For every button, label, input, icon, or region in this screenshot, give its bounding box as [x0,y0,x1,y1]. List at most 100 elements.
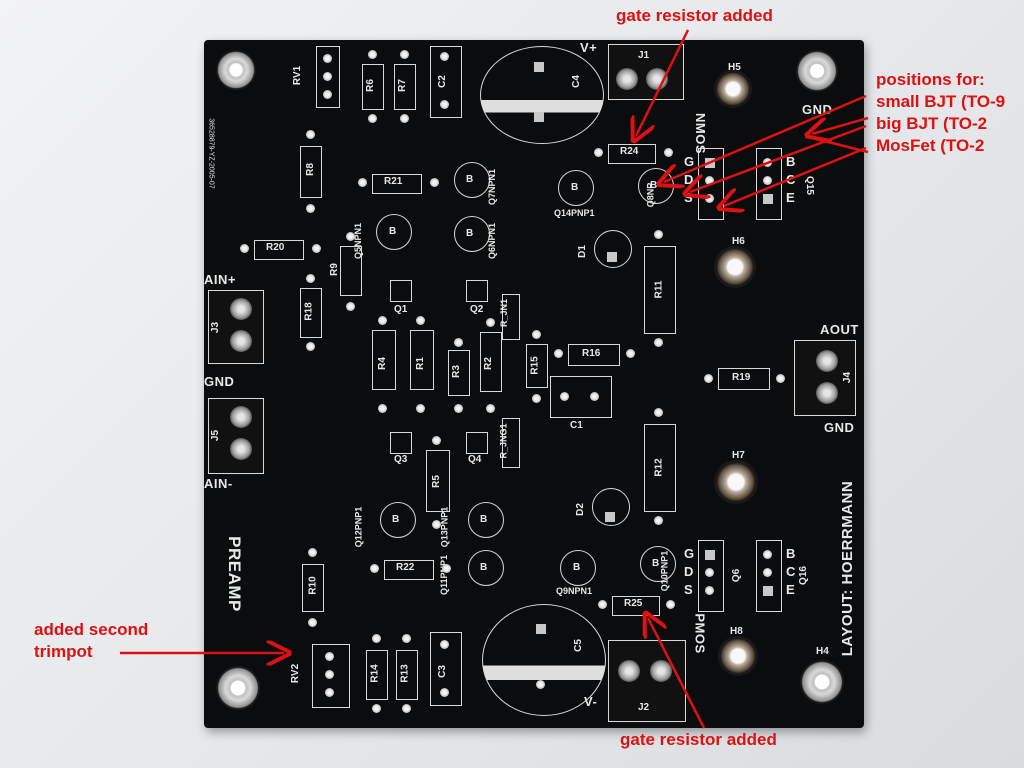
ref-j1: J1 [638,50,650,61]
pad [705,586,714,595]
pad [358,178,367,187]
label-gnd-top: GND [802,102,833,117]
pad [372,634,381,643]
ref-q16: Q16 [797,566,809,585]
ref-r13: R13 [399,664,411,683]
q6-mosfet-footprint [698,540,724,612]
ref-r10: R10 [307,576,319,595]
pin-d: D [684,172,694,187]
ref-c5: C5 [572,639,584,652]
annotation-second-trimpot-2: trimpot [34,642,93,661]
ref-rv2: RV2 [290,663,302,684]
pad [666,600,675,609]
screw [816,382,838,404]
ref-q3: Q3 [394,454,408,465]
q9-transistor [560,550,596,586]
ref-r4: R4 [376,357,388,370]
pad [654,408,663,417]
c1-footprint [550,376,612,418]
pad [430,178,439,187]
pad [705,550,715,560]
pad [306,342,315,351]
pad [416,316,425,325]
pad [442,564,451,573]
ref-r24: R24 [620,146,639,157]
pad [368,50,377,59]
q6npn-transistor [454,216,490,252]
pad [605,512,615,522]
r20-footprint [254,240,304,260]
r4-footprint [372,330,396,390]
label-pmos: PMOS [692,613,708,654]
label-preamp: PREAMP [224,536,244,612]
pad [705,176,714,185]
pad [440,688,449,697]
ref-r25: R25 [624,598,643,609]
pad [763,158,772,167]
r21-footprint [372,174,422,194]
pin-d: D [684,564,694,579]
ref-q13: Q13PNP1 [439,506,450,548]
ref-h6: H6 [732,236,745,247]
ref-q8: Q8NP [645,182,656,208]
annotation-positions-header: positions for: [876,70,985,89]
pad [594,148,603,157]
ref-r-jn1: R_JN1 [499,298,510,328]
pad [440,100,449,109]
pad [240,244,249,253]
pad [534,112,544,122]
ref-q2: Q2 [470,304,484,315]
ref-h7: H7 [732,450,745,461]
r9-footprint [340,246,362,296]
pad [346,232,355,241]
pad [440,52,449,61]
pad [368,114,377,123]
ref-r-jng1: R_JNG1 [498,423,509,459]
ref-d2: D2 [574,503,586,516]
label-ain-plus: AIN+ [204,272,236,287]
pad [534,62,544,72]
pad [325,688,334,697]
screw [230,438,252,460]
r14-footprint [366,650,388,700]
r22-footprint [384,560,434,580]
c2-footprint [430,46,462,118]
r7-footprint [394,64,416,110]
screw [230,330,252,352]
pin-b: B [786,154,796,169]
ref-r19: R19 [732,372,751,383]
pad [536,680,545,689]
ref-q6npn: Q6NPN1 [487,222,498,260]
ref-r6: R6 [364,79,376,92]
c3-footprint [430,632,462,706]
pin-c: C [786,172,796,187]
pin-g: G [684,546,695,561]
pad [308,548,317,557]
screw [616,68,638,90]
pad [532,394,541,403]
pad [325,652,334,661]
pin-s: S [684,582,694,597]
pad [432,436,441,445]
pad [432,520,441,529]
q7-transistor [454,162,490,198]
pad [370,564,379,573]
pad [402,704,411,713]
pad [346,302,355,311]
hole-h8 [718,636,758,676]
pcb-board: 36528879-YZ-2005-07 RV1 R6 R7 C2 C4 V+ J… [204,40,864,728]
annotation-gate-resistor-bottom: gate resistor added [620,730,777,749]
d2-footprint [592,488,630,526]
ref-r22: R22 [396,562,415,573]
ref-q14: Q14PNP1 [554,208,595,218]
ref-r20: R20 [266,242,285,253]
pin-e: E [786,582,796,597]
ref-rv1: RV1 [292,65,304,86]
pad [626,349,635,358]
ref-j5: J5 [210,429,222,442]
pad [560,392,569,401]
pin-b: B [480,514,488,525]
label-layout: LAYOUT: HOERRMANN [839,480,857,657]
pin-e: E [786,190,796,205]
ref-q9: Q9NPN1 [556,586,593,596]
